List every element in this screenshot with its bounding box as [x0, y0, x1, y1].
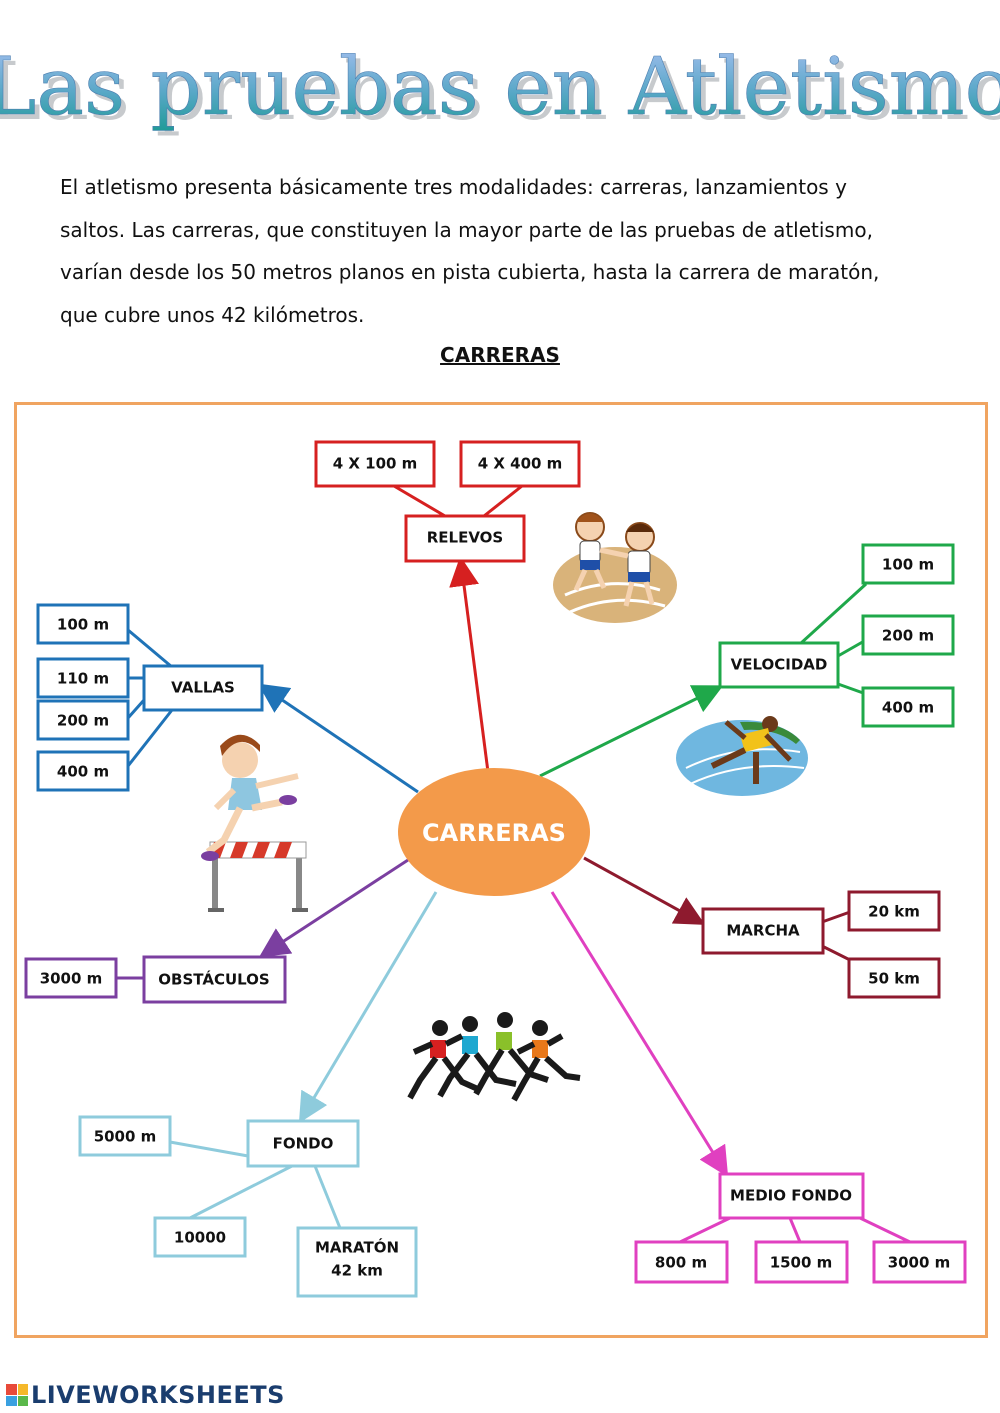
vallas-item-label: 100 m	[57, 616, 109, 634]
center-node: CARRERAS	[398, 768, 590, 896]
node-medio-fondo-label: MEDIO FONDO	[730, 1187, 852, 1205]
fondo-item: 5000 m	[78, 1115, 172, 1157]
vallas-item: 110 m	[36, 657, 130, 699]
arrow-fondo	[298, 891, 438, 1124]
arrow-medio-fondo	[550, 891, 729, 1178]
marcha-item-label: 50 km	[868, 970, 920, 988]
hurdler-girl-illustration	[201, 734, 308, 912]
arrow-vallas	[258, 683, 419, 794]
relevos-item-label: 4 X 400 m	[478, 455, 563, 473]
obstaculos-item: 3000 m	[24, 957, 118, 999]
arrow-velocidad	[539, 685, 724, 778]
node-medio-fondo: MEDIO FONDO	[718, 1172, 865, 1220]
velocidad-item-label: 100 m	[882, 556, 934, 574]
node-marcha: MARCHA	[701, 907, 825, 955]
node-vallas: VALLAS	[142, 664, 264, 712]
marcha-item: 20 km	[847, 890, 941, 932]
node-fondo: FONDO	[246, 1119, 360, 1168]
fondo-item-label: 5000 m	[94, 1128, 157, 1146]
title-shadow: Las pruebas en Atletismo	[0, 45, 1000, 138]
fondo-item-sublabel: 42 km	[331, 1262, 383, 1280]
node-relevos: RELEVOS	[404, 514, 526, 563]
liveworksheets-logo-icon	[6, 1384, 28, 1406]
medio-fondo-item-label: 1500 m	[770, 1254, 833, 1272]
velocidad-item: 100 m	[861, 543, 955, 585]
relevos-item-label: 4 X 100 m	[333, 455, 418, 473]
vallas-item: 200 m	[36, 699, 130, 741]
relevos-item: 4 X 100 m	[314, 440, 436, 488]
node-fondo-label: FONDO	[273, 1135, 334, 1153]
vallas-item-label: 110 m	[57, 670, 109, 688]
obstaculos-item-label: 3000 m	[40, 970, 103, 988]
marcha-item-label: 20 km	[868, 903, 920, 921]
fondo-item: MARATÓN 42 km	[296, 1226, 418, 1298]
footer-brand-text: LIVEWORKSHEETS	[31, 1381, 285, 1409]
vallas-item-label: 200 m	[57, 712, 109, 730]
medio-fondo-item-label: 800 m	[655, 1254, 707, 1272]
node-relevos-label: RELEVOS	[427, 529, 504, 547]
fondo-item: 10000	[153, 1216, 247, 1258]
center-label: CARRERAS	[422, 819, 566, 847]
marcha-item: 50 km	[847, 957, 941, 999]
node-velocidad-label: VELOCIDAD	[731, 656, 828, 674]
intro-line: saltos. Las carreras, que constituyen la…	[60, 217, 873, 242]
fondo-item-label: 10000	[174, 1229, 226, 1247]
arrow-marcha	[583, 856, 706, 925]
relevos-item: 4 X 400 m	[459, 440, 581, 488]
medio-fondo-item: 3000 m	[872, 1240, 967, 1284]
relay-kids-illustration	[553, 512, 677, 623]
intro-line: varían desde los 50 metros planos en pis…	[60, 260, 880, 284]
sprinter-illustration	[676, 716, 808, 796]
node-obstaculos: OBSTÁCULOS	[142, 955, 287, 1004]
velocidad-item: 200 m	[861, 614, 955, 656]
diagram-frame	[14, 402, 988, 1338]
arrow-relevos	[449, 556, 490, 773]
runners-group-illustration	[407, 1012, 581, 1102]
vallas-item-label: 400 m	[57, 763, 109, 781]
medio-fondo-item: 1500 m	[754, 1240, 849, 1284]
intro-line: que cubre unos 42 kilómetros.	[60, 302, 365, 327]
vallas-item: 400 m	[36, 750, 130, 792]
node-marcha-label: MARCHA	[726, 922, 800, 940]
node-vallas-label: VALLAS	[171, 679, 235, 697]
velocidad-item: 400 m	[861, 686, 955, 728]
medio-fondo-item-label: 3000 m	[888, 1254, 951, 1272]
medio-fondo-item: 800 m	[634, 1240, 729, 1284]
title-text: Las pruebas en Atletismo	[0, 40, 1000, 133]
node-obstaculos-label: OBSTÁCULOS	[158, 970, 269, 989]
velocidad-item-label: 400 m	[882, 699, 934, 717]
node-velocidad: VELOCIDAD	[718, 641, 840, 689]
page-title: Las pruebas en Atletismo Las pruebas en …	[0, 40, 1000, 138]
section-heading: CARRERAS	[440, 343, 560, 367]
vallas-item: 100 m	[36, 603, 130, 645]
intro-line: El atletismo presenta básicamente tres m…	[60, 175, 847, 199]
velocidad-item-label: 200 m	[882, 627, 934, 645]
fondo-item-label: MARATÓN	[315, 1238, 399, 1257]
intro-paragraph: El atletismo presenta básicamente tres m…	[60, 166, 940, 336]
footer-brand: LIVEWORKSHEETS	[6, 1380, 285, 1410]
arrow-obstaculos	[258, 858, 409, 958]
